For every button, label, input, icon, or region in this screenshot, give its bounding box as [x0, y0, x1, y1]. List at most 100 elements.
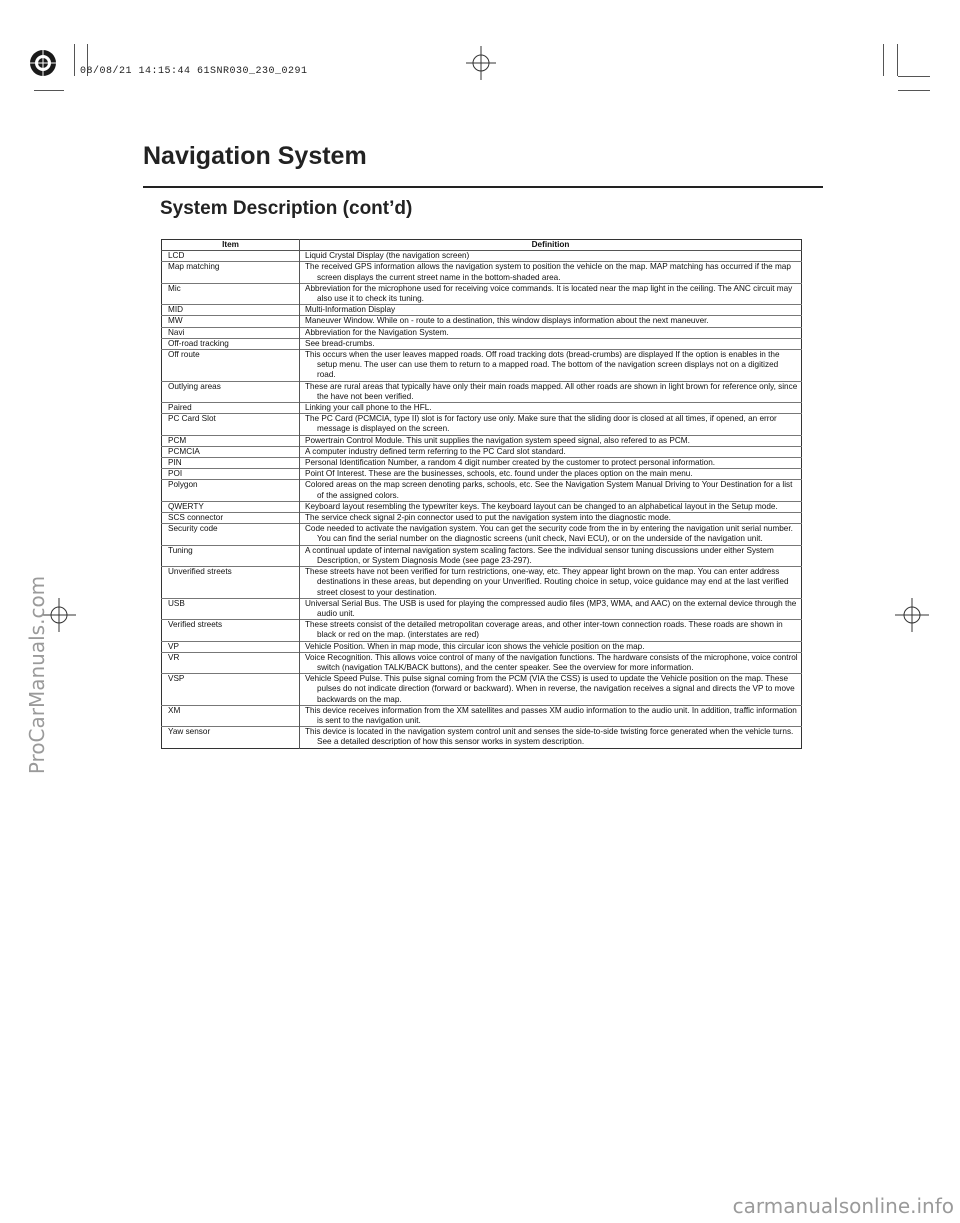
definition-text: Vehicle Speed Pulse. This pulse signal c…	[305, 674, 795, 704]
definition-cell: Abbreviation for the microphone used for…	[299, 282, 802, 305]
term-cell: Polygon	[161, 479, 300, 502]
definition-text: Keyboard layout resembling the typewrite…	[305, 501, 778, 511]
term-cell: PCM	[161, 434, 300, 447]
definition-cell: Linking your call phone to the HFL.	[299, 402, 802, 414]
term-cell: Yaw sensor	[161, 726, 300, 749]
term-cell: Security code	[161, 523, 300, 546]
definition-cell: The service check signal 2-pin connector…	[299, 512, 802, 524]
column-header-definition: Definition	[299, 239, 802, 252]
table-header-row: Item Definition	[161, 239, 802, 252]
definition-text: Code needed to activate the navigation s…	[305, 524, 793, 544]
definition-cell: This device is located in the navigation…	[299, 726, 802, 749]
term-cell: Off-road tracking	[161, 337, 300, 350]
bottom-watermark: carmanualsonline.info	[732, 1194, 954, 1218]
definition-text: These are rural areas that typically hav…	[305, 381, 798, 401]
definition-text: The PC Card (PCMCIA, type II) slot is fo…	[305, 414, 777, 434]
definition-cell: Abbreviation for the Navigation System.	[299, 326, 802, 339]
definition-text: Linking your call phone to the HFL.	[305, 403, 432, 413]
term-cell: Verified streets	[161, 619, 300, 642]
term-cell: Unverified streets	[161, 566, 300, 599]
crop-mark-left-1	[74, 44, 75, 76]
definition-cell: Personal Identification Number, a random…	[299, 457, 802, 469]
definition-text: Abbreviation for the Navigation System.	[305, 327, 449, 337]
definition-text: This device receives information from th…	[305, 705, 797, 725]
side-watermark: ProCarManuals.com	[22, 576, 52, 774]
table-row: Paired Linking your call phone to the HFL…	[161, 402, 802, 414]
term-cell: Navi	[161, 326, 300, 339]
crop-mark-left-2	[87, 44, 88, 76]
term-cell: MID	[161, 304, 300, 316]
definition-cell: This device receives information from th…	[299, 704, 802, 727]
term-cell: VP	[161, 640, 300, 653]
section-title: System Description (cont’d)	[160, 198, 413, 219]
definition-text: Colored areas on the map screen denoting…	[305, 480, 793, 500]
definition-cell: Vehicle Position. When in map mode, this…	[299, 640, 802, 653]
term-cell: POI	[161, 468, 300, 480]
definition-text: A computer industry defined term referri…	[305, 446, 566, 456]
definition-cell: Voice Recognition. This allows voice con…	[299, 651, 802, 674]
definition-cell: These are rural areas that typically hav…	[299, 380, 802, 403]
definition-text: These streets consist of the detailed me…	[305, 620, 783, 640]
term-cell: VSP	[161, 673, 300, 706]
definition-cell: Keyboard layout resembling the typewrite…	[299, 500, 802, 513]
definition-text: Maneuver Window. While on - route to a d…	[305, 316, 709, 326]
crosshair-right-icon	[895, 598, 929, 632]
crop-mark-right-h	[898, 76, 930, 77]
table-row: Off-road tracking See bread-crumbs.	[161, 337, 802, 350]
term-cell: PC Card Slot	[161, 413, 300, 436]
definition-cell: Maneuver Window. While on - route to a d…	[299, 315, 802, 328]
term-cell: VR	[161, 651, 300, 674]
definition-cell: Multi-Information Display	[299, 304, 802, 316]
definition-text: This occurs when the user leaves mapped …	[305, 350, 780, 380]
definition-cell: Liquid Crystal Display (the navigation s…	[299, 250, 802, 262]
definition-text: Liquid Crystal Display (the navigation s…	[305, 251, 470, 261]
definition-text: A continual update of internal navigatio…	[305, 545, 774, 565]
table-row: Navi Abbreviation for the Navigation Syst…	[161, 326, 802, 339]
definition-cell: Point Of Interest. These are the busines…	[299, 468, 802, 480]
definition-cell: These streets consist of the detailed me…	[299, 619, 802, 642]
definition-cell: Universal Serial Bus. The USB is used fo…	[299, 597, 802, 620]
term-cell: Mic	[161, 282, 300, 305]
term-cell: USB	[161, 597, 300, 620]
crop-mark-right-2	[897, 44, 898, 76]
crosshair-left-icon	[42, 598, 76, 632]
definition-text: The received GPS information allows the …	[305, 262, 791, 282]
crop-mark-left-h	[34, 90, 64, 91]
definition-cell: Powertrain Control Module. This unit sup…	[299, 434, 802, 447]
definition-text: These streets have not been verified for…	[305, 567, 789, 597]
definition-text: Abbreviation for the microphone used for…	[305, 283, 793, 304]
definition-text: See bread-crumbs.	[305, 338, 375, 348]
crosshair-top-icon	[466, 46, 496, 80]
table-row: MW Maneuver Window. While on - route to a…	[161, 315, 802, 328]
page-title: Navigation System	[143, 142, 367, 170]
term-cell: PIN	[161, 457, 300, 469]
term-cell: Map matching	[161, 261, 300, 284]
term-cell: Tuning	[161, 544, 300, 567]
definition-text: Universal Serial Bus. The USB is used fo…	[305, 598, 797, 618]
term-cell: Paired	[161, 402, 300, 414]
definition-cell: See bread-crumbs.	[299, 337, 802, 350]
definition-text: Powertrain Control Module. This unit sup…	[305, 435, 690, 445]
definition-cell: This occurs when the user leaves mapped …	[299, 349, 802, 382]
term-cell: MW	[161, 315, 300, 328]
